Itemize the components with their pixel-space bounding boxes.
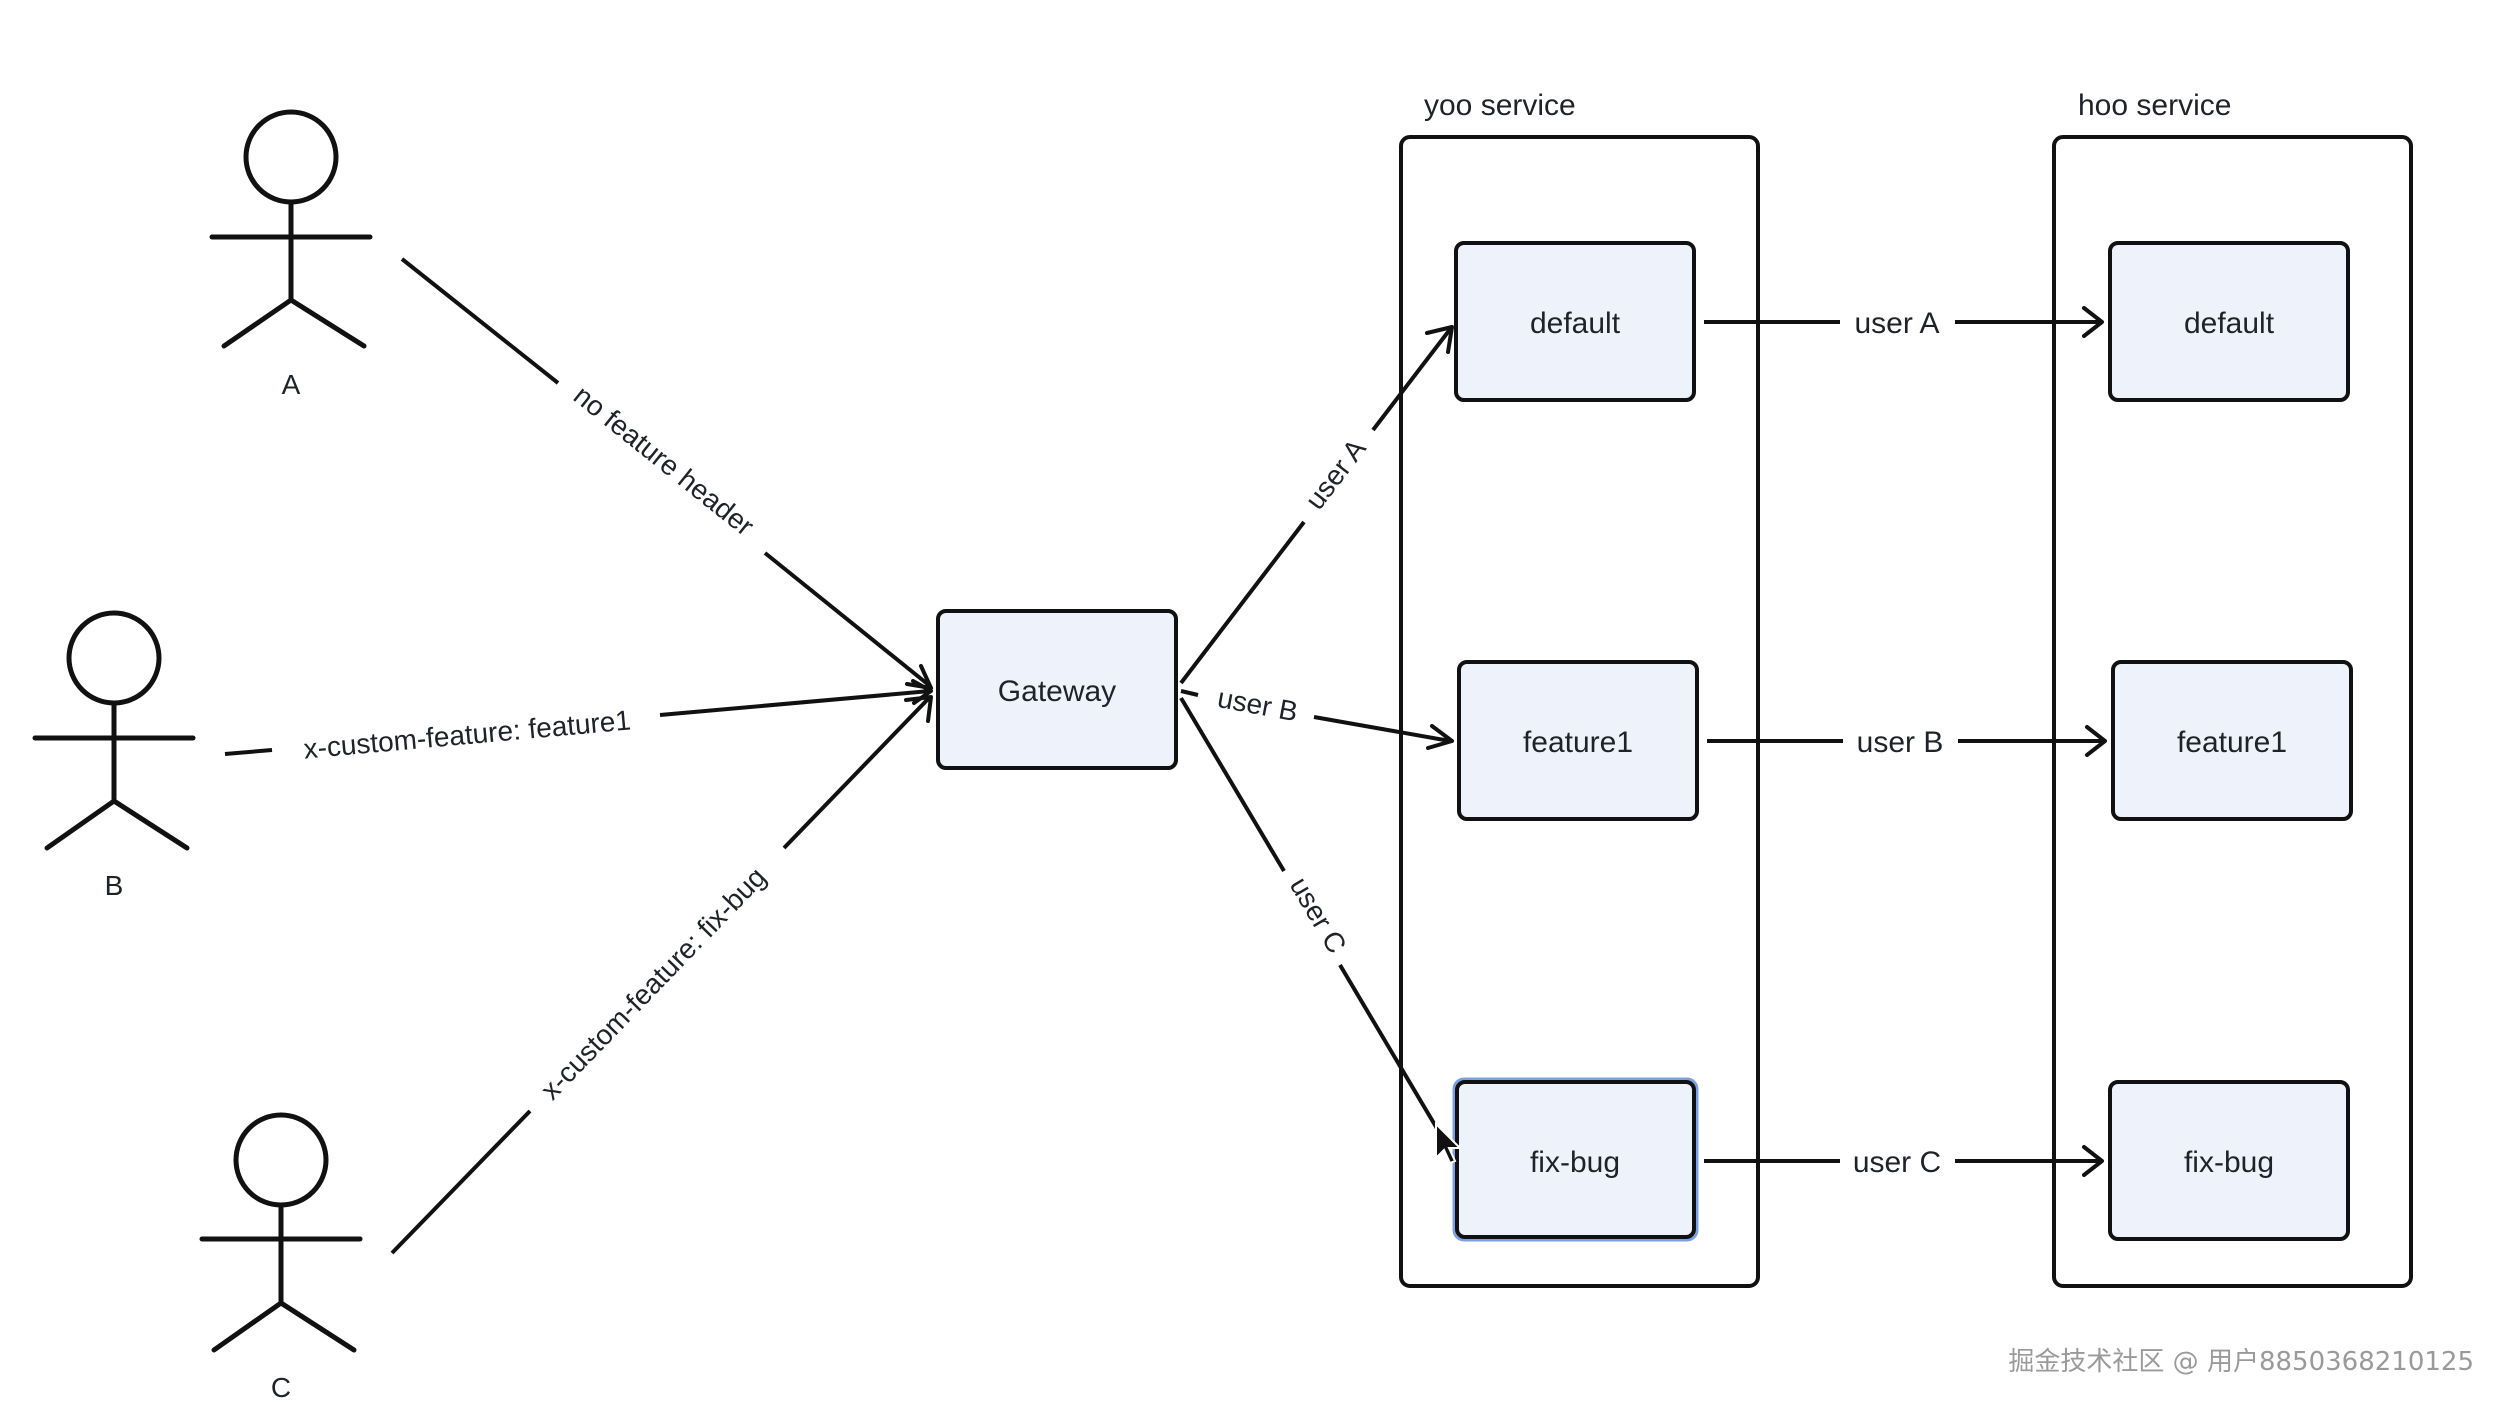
arrowhead-icon [2082, 1145, 2104, 1177]
hoo-fix-bug-label: fix-bug [2184, 1146, 2274, 1179]
yoo-feature1-node[interactable]: feature1 [1457, 660, 1699, 821]
actor-b-label: B [105, 870, 124, 901]
actor-a-head [243, 109, 339, 205]
mouse-cursor-icon [1435, 1121, 1463, 1165]
hoo-service-title: hoo service [2078, 89, 2231, 122]
edge-yoo-to-hoo-feature1[interactable]: user B [1707, 725, 2107, 759]
yoo-feature1-label: feature1 [1523, 726, 1633, 759]
edge-label-user-b: user B [1857, 726, 1944, 759]
arrowhead-icon [1425, 325, 1454, 354]
arrowhead-icon [2082, 306, 2104, 338]
edge-gateway-to-yoo-default[interactable]: user A [1179, 325, 1454, 685]
actor-b[interactable]: B [32, 610, 196, 901]
actor-b-head [66, 610, 162, 706]
actor-c-label: C [271, 1372, 291, 1403]
edge-label-user-a: user A [1299, 433, 1372, 515]
edge-label-no-feature-header: no feature header [568, 379, 760, 541]
edge-label-user-a: user A [1854, 307, 1939, 340]
edge-label-user-b: user B [1215, 682, 1300, 727]
hoo-feature1-node[interactable]: feature1 [2111, 660, 2353, 821]
edge-label-user-c: user C [1284, 872, 1353, 959]
edge-label-fix-bug: x-custom-feature: fix-bug [534, 861, 771, 1105]
actor-c-head [233, 1112, 329, 1208]
hoo-feature1-label: feature1 [2177, 726, 2287, 759]
edge-c-to-gateway[interactable]: x-custom-feature: fix-bug [390, 695, 933, 1255]
edge-label-user-c: user C [1853, 1146, 1941, 1179]
actor-a[interactable]: A [209, 109, 373, 400]
yoo-default-label: default [1530, 307, 1621, 340]
yoo-default-node[interactable]: default [1454, 241, 1696, 402]
gateway-node[interactable]: Gateway [936, 609, 1178, 770]
yoo-fix-bug-label: fix-bug [1530, 1146, 1620, 1179]
yoo-service-container[interactable] [1399, 135, 1760, 1288]
gateway-label: Gateway [998, 675, 1116, 708]
hoo-default-node[interactable]: default [2108, 241, 2350, 402]
edge-a-to-gateway[interactable]: no feature header [400, 257, 933, 690]
actor-c[interactable]: C [199, 1112, 363, 1403]
edge-gateway-to-yoo-fix-bug[interactable]: user C [1179, 696, 1450, 1149]
actor-a-label: A [282, 369, 301, 400]
edge-label-feature1: x-custom-feature: feature1 [302, 705, 632, 765]
watermark: 掘金技术社区 @ 用户8850368210125 [2008, 1347, 2474, 1377]
edge-gateway-to-yoo-feature1[interactable]: user B [1180, 682, 1454, 750]
yoo-service-title: yoo service [1424, 89, 1576, 122]
arrowhead-icon [904, 695, 933, 723]
hoo-service-container[interactable] [2052, 135, 2413, 1288]
edge-yoo-to-hoo-default[interactable]: user A [1704, 306, 2104, 340]
yoo-fix-bug-node[interactable]: fix-bug [1452, 1077, 1699, 1242]
edge-yoo-to-hoo-fix-bug[interactable]: user C [1704, 1145, 2104, 1179]
arrowhead-icon [905, 664, 933, 690]
hoo-fix-bug-node[interactable]: fix-bug [2108, 1080, 2350, 1241]
arrowhead-icon [2085, 725, 2107, 757]
arrowhead-icon [1426, 724, 1454, 750]
hoo-default-label: default [2184, 307, 2275, 340]
edge-b-to-gateway[interactable]: x-custom-feature: feature1 [224, 679, 933, 765]
